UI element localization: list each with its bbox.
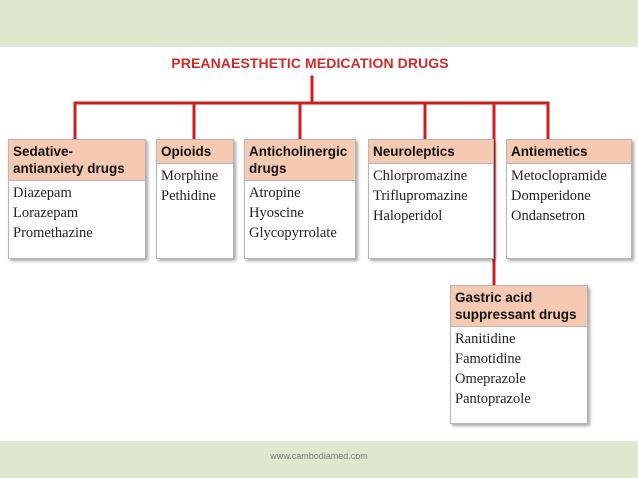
category-title: Antiemetics (507, 140, 631, 164)
drug-item: Promethazine (13, 225, 93, 241)
drug-item: Metoclopramide (511, 168, 607, 184)
category-title: Gastric acid suppressant drugs (451, 286, 587, 327)
bottom-band (0, 441, 638, 478)
drug-item: Omeprazole (455, 371, 526, 387)
category-title: Anticholinergic drugs (245, 140, 355, 181)
category-title: Sedative-antianxiety drugs (9, 140, 145, 181)
drug-item: Famotidine (455, 351, 522, 367)
category-box-sedative: Sedative-antianxiety drugs Diazepam Lora… (8, 139, 146, 259)
category-title: Neuroleptics (369, 140, 493, 164)
drug-item: Morphine (161, 168, 219, 184)
diagram-title: PREANAESTHETIC MEDICATION DRUGS (171, 55, 449, 71)
drug-item: Glycopyrrolate (249, 225, 337, 241)
drug-item: Haloperidol (373, 208, 443, 224)
drug-item: Pethidine (161, 188, 216, 204)
drug-item: Domperidone (511, 188, 591, 204)
footer-url: www.cambodiamed.com (270, 451, 368, 461)
drug-item: Pantoprazole (455, 391, 531, 407)
category-title: Opioids (157, 140, 233, 164)
category-box-neuroleptics: Neuroleptics Chlorpromazine Triflupromaz… (368, 139, 494, 259)
top-band (0, 0, 638, 47)
drug-item: Ranitidine (455, 331, 516, 347)
category-box-antiemetics: Antiemetics Metoclopramide Domperidone O… (506, 139, 632, 259)
drug-item: Triflupromazine (373, 188, 468, 204)
category-box-anticholinergic: Anticholinergic drugs Atropine Hyoscine … (244, 139, 356, 259)
drug-item: Ondansetron (511, 208, 586, 224)
drug-item: Atropine (249, 185, 301, 201)
drug-item: Diazepam (13, 185, 72, 201)
category-box-opioids: Opioids Morphine Pethidine (156, 139, 234, 259)
drug-item: Hyoscine (249, 205, 304, 221)
drug-item: Lorazepam (13, 205, 79, 221)
category-box-gastric: Gastric acid suppressant drugs Ranitidin… (450, 285, 588, 424)
drug-item: Chlorpromazine (373, 168, 468, 184)
